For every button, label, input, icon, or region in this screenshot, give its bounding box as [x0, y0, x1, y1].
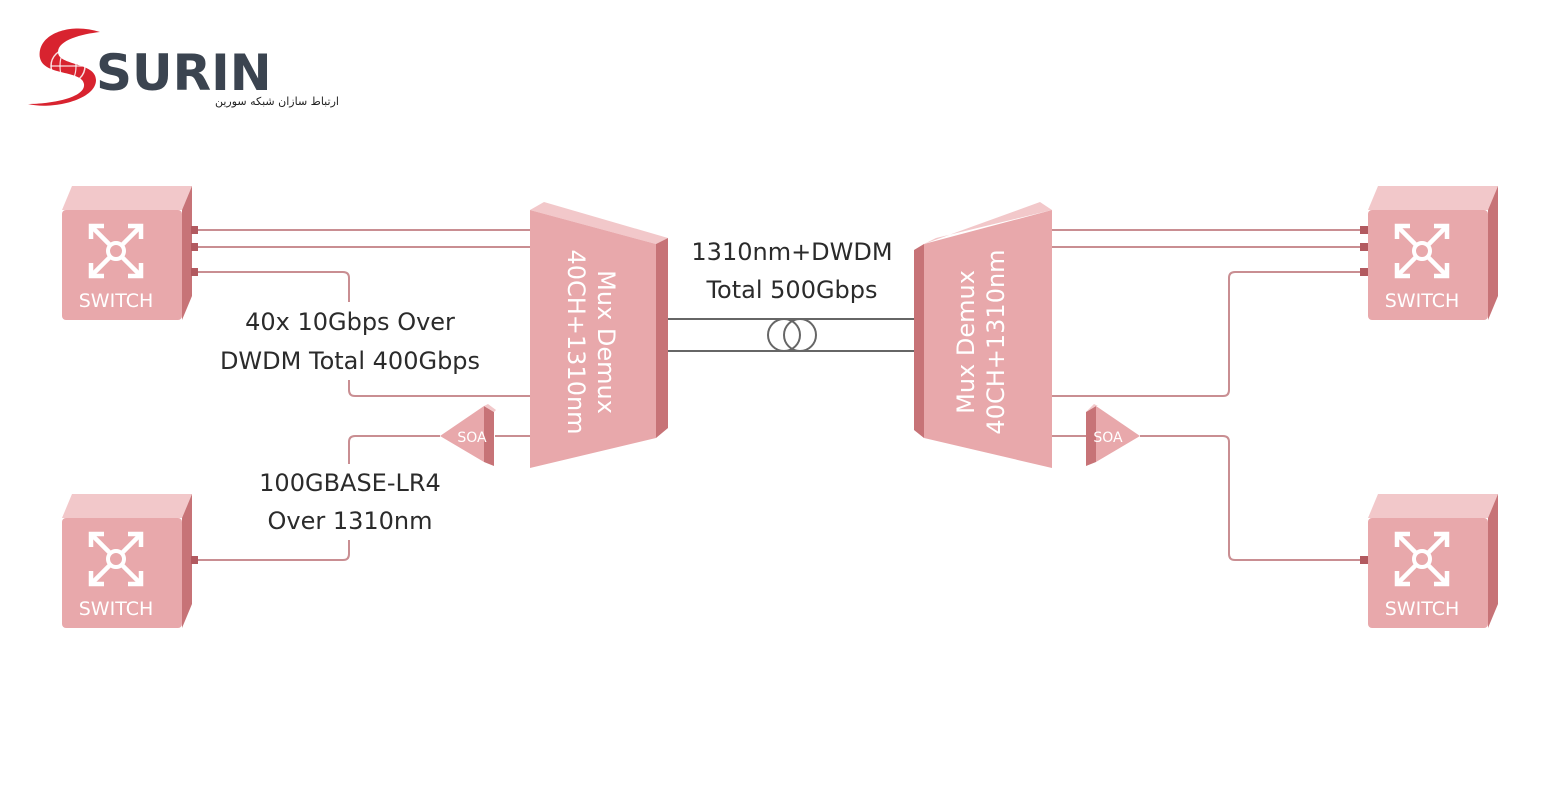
logo-globe-icon	[50, 48, 86, 84]
port	[1360, 268, 1368, 276]
fiber-right-lr4	[1140, 435, 1364, 561]
fiber-right-3	[1052, 271, 1364, 397]
label-lr4: 100GBASE-LR4 Over 1310nm	[254, 464, 446, 540]
label-dwdm: 40x 10Gbps Over DWDM Total 400Gbps	[214, 302, 488, 380]
logo-subtitle: ارتباط سازان شبکه سورین	[215, 95, 339, 108]
switch-label: SWITCH	[79, 290, 154, 312]
port	[1360, 226, 1368, 234]
soa-label: SOA	[457, 430, 487, 446]
soa-right[interactable]: SOA	[1086, 404, 1140, 466]
logo-name: SURIN	[96, 44, 272, 102]
port	[1360, 243, 1368, 251]
switch-bottom-left[interactable]: SWITCH	[62, 494, 198, 628]
mux-label-line2: 40CH+1310nm	[562, 249, 590, 434]
mux-demux-left[interactable]: Mux Demux 40CH+1310nm	[530, 202, 668, 468]
port	[191, 268, 198, 276]
logo-swoosh-icon	[28, 28, 100, 106]
lr4-label-line1: 100GBASE-LR4	[259, 469, 441, 497]
trunk-label-line1: 1310nm+DWDM	[691, 238, 892, 266]
lr4-label-line2: Over 1310nm	[267, 507, 432, 535]
switch-label: SWITCH	[79, 598, 154, 620]
switch-top-right[interactable]: SWITCH	[1360, 186, 1498, 320]
dwdm-label-line2: DWDM Total 400Gbps	[220, 347, 480, 375]
company-logo: SURIN ارتباط سازان شبکه سورین	[28, 28, 339, 108]
mux-label-line1: Mux Demux	[592, 270, 620, 414]
soa-label: SOA	[1093, 430, 1123, 446]
switch-top-left[interactable]: SWITCH	[62, 186, 198, 320]
switch-bottom-right[interactable]: SWITCH	[1360, 494, 1498, 628]
switch-label: SWITCH	[1385, 290, 1460, 312]
trunk-label-line2: Total 500Gbps	[705, 276, 877, 304]
label-trunk: 1310nm+DWDM Total 500Gbps	[690, 232, 894, 306]
port	[191, 556, 198, 564]
mux-label-line1: Mux Demux	[952, 270, 980, 414]
soa-left[interactable]: SOA	[440, 404, 496, 466]
switch-label: SWITCH	[1385, 598, 1460, 620]
port	[191, 226, 198, 234]
dwdm-label-line1: 40x 10Gbps Over	[245, 308, 455, 336]
trunk-fiber	[666, 318, 914, 352]
mux-label-line2: 40CH+1310nm	[982, 249, 1010, 434]
mux-demux-right[interactable]: Mux Demux 40CH+1310nm	[914, 202, 1052, 468]
port	[191, 243, 198, 251]
port	[1360, 556, 1368, 564]
right-fibers	[1052, 229, 1364, 561]
